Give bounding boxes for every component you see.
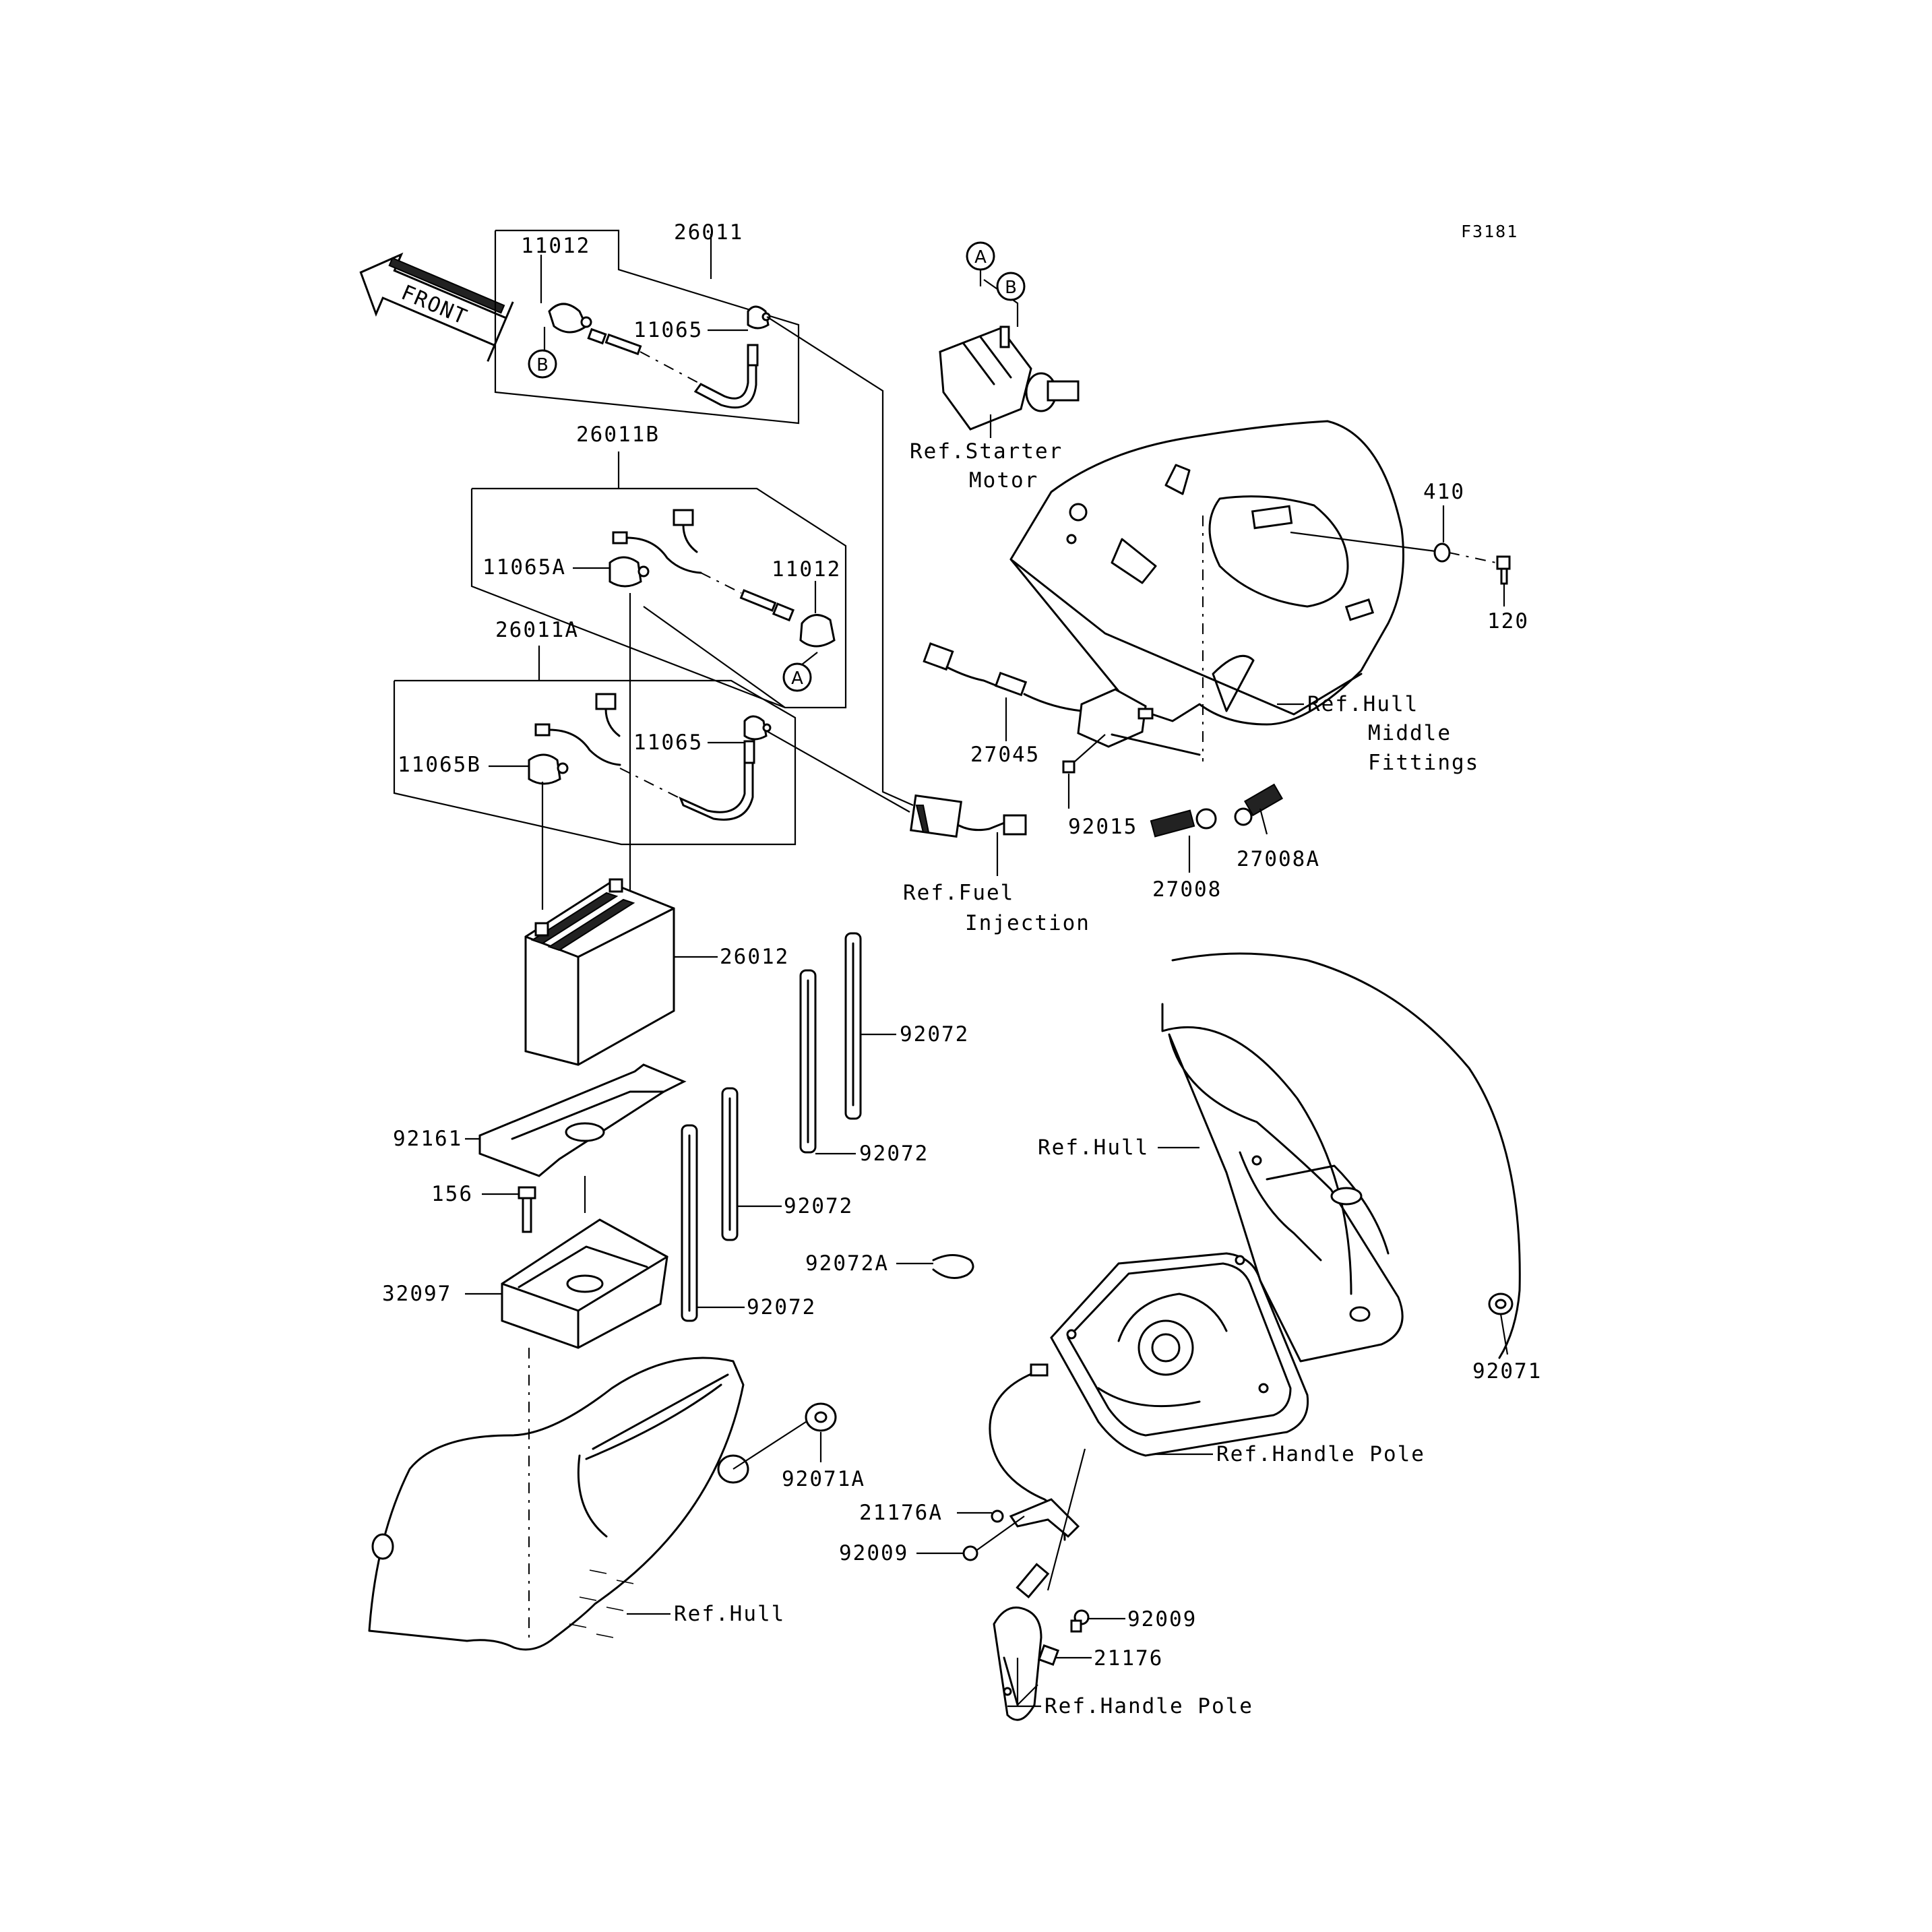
ref-fuel-injection-2: Injection — [965, 911, 1090, 935]
hull-right — [1161, 952, 1521, 1363]
ref-starter-motor-2: Motor — [969, 468, 1038, 493]
ref-hull-middle-1: Ref.Hull — [1307, 692, 1419, 716]
plate-92161 — [478, 1063, 687, 1177]
front-arrow-icon: FRONT — [359, 252, 514, 362]
label-92071: 92071 — [1472, 1359, 1542, 1383]
label-92072-c: 92072 — [784, 1194, 853, 1218]
relay-fuel-injection — [910, 794, 1027, 838]
battery-tray-32097 — [501, 1218, 668, 1349]
clip-21176 — [1037, 1644, 1060, 1666]
sensor-cable-26011A — [534, 693, 755, 821]
ref-hull-middle-3: Fittings — [1368, 751, 1479, 775]
handle-pole-shaft — [993, 1448, 1086, 1721]
label-11012-top: 11012 — [521, 234, 590, 258]
label-92071A: 92071A — [782, 1467, 865, 1491]
terminal-cap-11065-mid — [743, 715, 772, 741]
clip-92015 — [1062, 760, 1076, 774]
bolt-156 — [518, 1186, 536, 1233]
label-11065A: 11065A — [482, 555, 566, 580]
label-92015: 92015 — [1068, 815, 1138, 839]
key-27008A — [1234, 783, 1284, 826]
strap-92072-a — [844, 932, 862, 1120]
ref-handle-pole-1: Ref.Handle Pole — [1216, 1442, 1425, 1466]
screw-92009-a — [962, 1545, 978, 1561]
label-11012-mid: 11012 — [772, 557, 841, 582]
label-32097: 32097 — [382, 1282, 451, 1306]
screw-92009-b — [1070, 1609, 1090, 1633]
label-27045: 27045 — [970, 743, 1040, 767]
label-27008A: 27008A — [1237, 847, 1320, 871]
svg-text:A: A — [791, 668, 803, 689]
ref-hull-middle-2: Middle — [1368, 721, 1452, 745]
label-92072-d: 92072 — [747, 1295, 816, 1319]
svg-text:B: B — [1005, 278, 1017, 298]
sensor-cable-26011B — [612, 509, 795, 622]
label-26011B: 26011B — [576, 423, 660, 447]
label-92009-a: 92009 — [839, 1541, 908, 1565]
label-410: 410 — [1423, 480, 1465, 504]
ref-starter-motor-1: Ref.Starter — [910, 439, 1063, 464]
boot-cap-11012-mid — [799, 614, 836, 648]
terminal-cap-11065A — [609, 556, 650, 588]
label-21176: 21176 — [1094, 1646, 1163, 1671]
plug-92071A — [805, 1402, 837, 1432]
label-11065-top: 11065 — [633, 318, 703, 342]
label-26011: 26011 — [674, 220, 743, 245]
label-92072-b: 92072 — [859, 1142, 929, 1166]
figure-code: F3181 — [1461, 222, 1518, 241]
label-21176A: 21176A — [859, 1501, 943, 1525]
nut-410 — [1433, 542, 1451, 563]
group-box-26011 — [494, 229, 800, 425]
svg-text:B: B — [536, 355, 549, 375]
label-92072-a: 92072 — [900, 1022, 969, 1047]
battery-cable-26011 — [587, 328, 759, 409]
starter-motor — [939, 325, 1080, 431]
label-120: 120 — [1487, 609, 1529, 633]
label-11065B: 11065B — [398, 753, 481, 777]
plug-92071 — [1488, 1292, 1514, 1315]
marker-b-top-right: B — [996, 272, 1026, 301]
marker-a-mid: A — [782, 662, 812, 692]
terminal-cap-11065B — [528, 753, 569, 785]
hull-middle-fittings — [1009, 420, 1404, 761]
label-27008: 27008 — [1152, 877, 1222, 902]
ref-fuel-injection-1: Ref.Fuel — [903, 881, 1014, 905]
ref-hull-right: Ref.Hull — [1038, 1135, 1149, 1160]
key-27008 — [1150, 808, 1217, 838]
group-box-26011A — [393, 679, 797, 846]
label-92161: 92161 — [393, 1127, 462, 1151]
label-156: 156 — [431, 1182, 473, 1206]
svg-text:A: A — [974, 247, 987, 268]
boot-cap-11012 — [548, 303, 592, 334]
switch-harness-27045 — [923, 642, 1201, 756]
strap-92072-d — [681, 1124, 698, 1322]
group-box-26011B — [470, 487, 847, 709]
clip-92072A — [932, 1254, 974, 1279]
ref-hull-bottom: Ref.Hull — [674, 1602, 785, 1626]
label-92009-b: 92009 — [1127, 1607, 1197, 1631]
terminal-cap-11065-top — [747, 305, 771, 330]
bolt-120 — [1496, 555, 1511, 585]
marker-a-top: A — [966, 241, 995, 271]
battery-26012 — [524, 878, 675, 1066]
label-92072A: 92072A — [805, 1251, 889, 1276]
strap-92072-b — [799, 969, 817, 1154]
hull-bottom-left — [368, 1357, 749, 1651]
strap-92072-c — [721, 1087, 739, 1241]
bracket-21176A — [991, 1498, 1080, 1538]
label-11065-mid: 11065 — [633, 730, 703, 755]
ref-handle-pole-2: Ref.Handle Pole — [1045, 1694, 1253, 1718]
label-26011A: 26011A — [495, 618, 579, 642]
handle-pole-plate — [1050, 1252, 1309, 1457]
label-26012: 26012 — [720, 945, 789, 969]
marker-b-top: B — [528, 349, 557, 379]
